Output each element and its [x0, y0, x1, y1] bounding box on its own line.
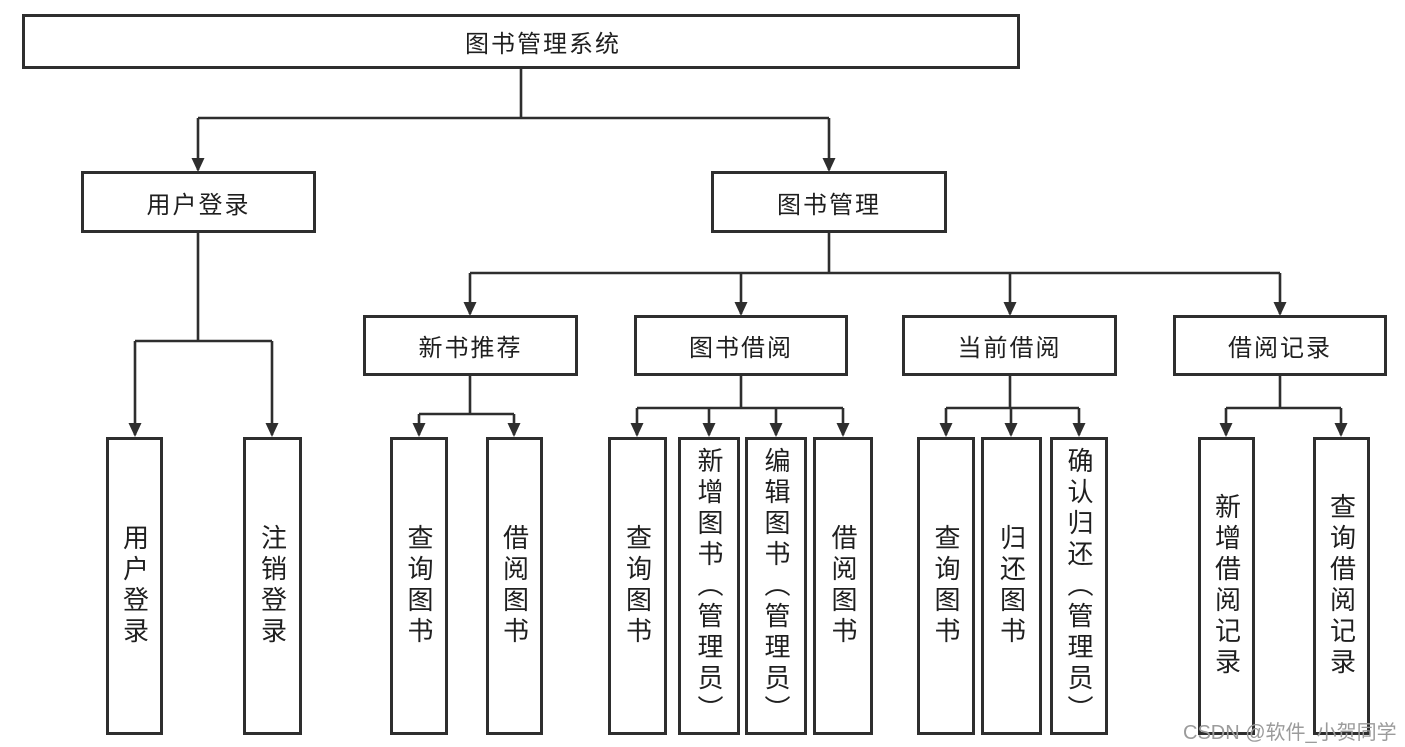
leaf-confirm-return-admin: 确认归还（管理员） [1050, 437, 1108, 735]
node-label: 图书管理系统 [465, 31, 621, 58]
leaf-label: 新增借阅记录 [1211, 493, 1242, 679]
node-label: 当前借阅 [957, 335, 1062, 362]
csdn-watermark: CSDN @软件_小贺同学 [1183, 722, 1397, 744]
leaf-label: 编辑图书（管理员） [761, 446, 791, 726]
leaf-label: 查询借阅记录 [1326, 493, 1357, 679]
node-current-borrowing: 当前借阅 [902, 315, 1117, 376]
leaf-label: 查询图书 [622, 524, 653, 648]
leaf-return-books: 归还图书 [981, 437, 1042, 735]
leaf-borrow-books: 借阅图书 [813, 437, 873, 735]
leaf-borrow-books-new: 借阅图书 [486, 437, 543, 735]
node-label: 图书管理 [777, 191, 881, 219]
leaf-label: 新增图书（管理员） [694, 446, 724, 726]
leaf-label: 借阅图书 [499, 524, 530, 648]
leaf-logout: 注销登录 [243, 437, 302, 735]
node-label: 新书推荐 [418, 335, 523, 362]
leaf-edit-books-admin: 编辑图书（管理员） [745, 437, 807, 735]
leaf-label: 注销登录 [257, 524, 288, 648]
leaf-label: 归还图书 [996, 524, 1027, 648]
node-label: 借阅记录 [1228, 335, 1332, 362]
node-library-system: 图书管理系统 [22, 14, 1020, 69]
node-user-login: 用户登录 [81, 171, 316, 233]
leaf-label: 借阅图书 [828, 524, 858, 648]
leaf-query-books-current: 查询图书 [917, 437, 975, 735]
node-label: 图书借阅 [689, 335, 793, 362]
leaf-label: 查询图书 [404, 524, 434, 648]
leaf-label: 查询图书 [931, 524, 961, 648]
leaf-query-borrow-record: 查询借阅记录 [1313, 437, 1370, 735]
node-book-management: 图书管理 [711, 171, 947, 233]
leaf-query-books-new: 查询图书 [390, 437, 448, 735]
leaf-user-login: 用户登录 [106, 437, 163, 735]
leaf-query-books-borrow: 查询图书 [608, 437, 667, 735]
leaf-label: 用户登录 [119, 524, 150, 648]
leaf-add-borrow-record: 新增借阅记录 [1198, 437, 1255, 735]
node-book-borrowing: 图书借阅 [634, 315, 848, 376]
node-label: 用户登录 [146, 191, 251, 219]
leaf-add-books-admin: 新增图书（管理员） [678, 437, 740, 735]
node-borrowing-records: 借阅记录 [1173, 315, 1387, 376]
node-new-book-recommend: 新书推荐 [363, 315, 578, 376]
leaf-label: 确认归还（管理员） [1064, 446, 1094, 726]
